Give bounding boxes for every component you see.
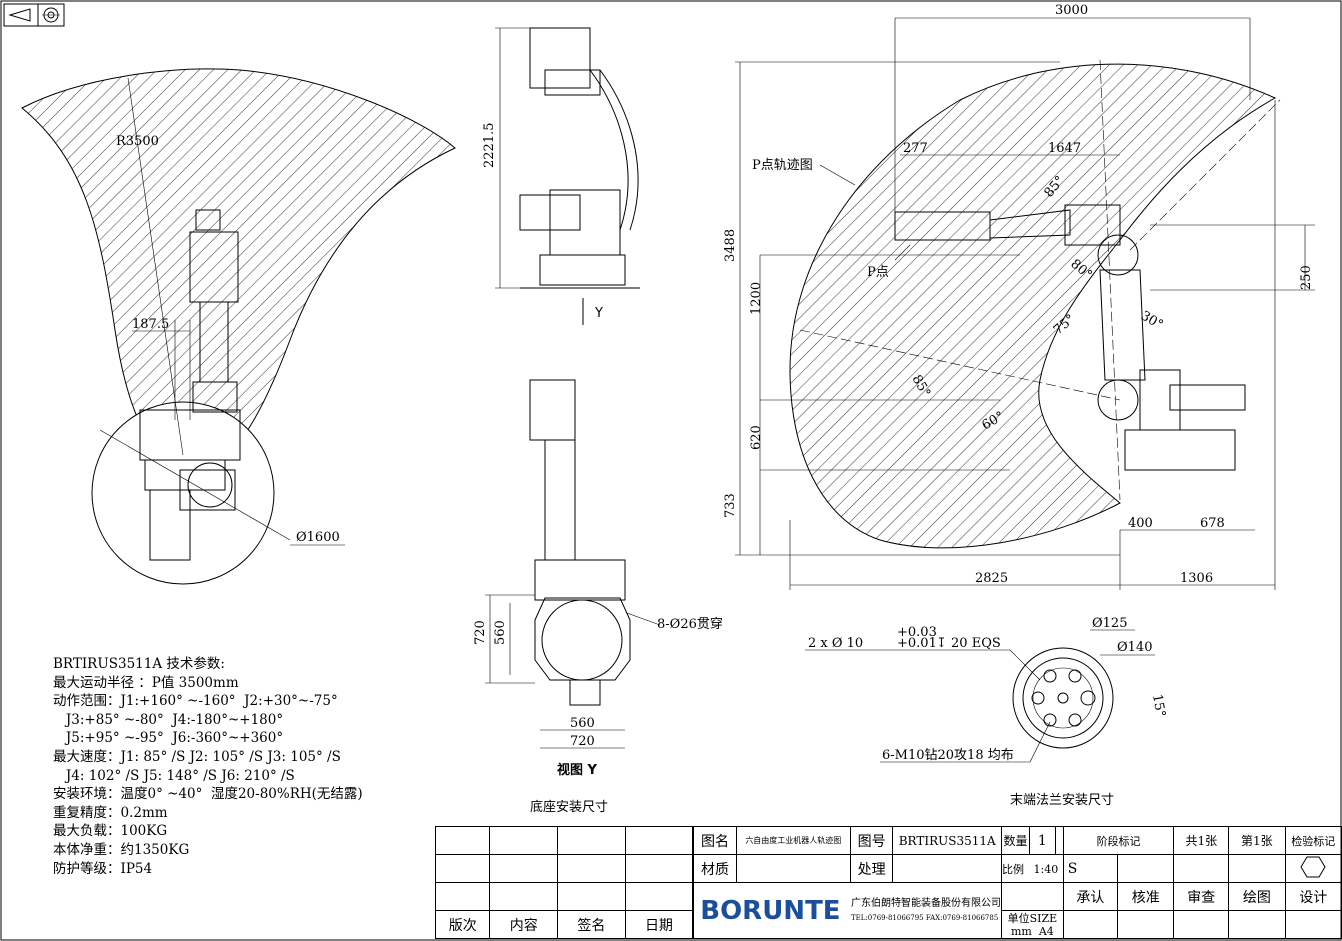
design-label: 设计	[1284, 882, 1342, 911]
brand-logo: BORUNTE	[700, 895, 841, 926]
flange-caption: 末端法兰安装尺寸	[1010, 793, 1114, 808]
offset-label: 187.5	[132, 317, 169, 332]
drawing-no-label: 图号	[849, 826, 894, 855]
stage-value: S	[1062, 854, 1119, 883]
signature-col: 签名	[557, 910, 626, 939]
dim-678: 678	[1200, 516, 1225, 531]
spec-line: J4: 102° /S J5: 148° /S J6: 210° /S	[53, 767, 295, 784]
drawing-no-value: BRTIRUS3511A	[892, 826, 1003, 855]
size-value: A4	[1038, 924, 1054, 938]
tech-specs: BRTIRUS3511A 技术参数: 最大运动半径 ：P值 3500mm 动作范…	[53, 655, 363, 878]
dim-733: 733	[723, 493, 738, 518]
left-top-view	[21, 68, 456, 585]
dim-1306: 1306	[1180, 571, 1213, 586]
base-view	[485, 379, 661, 749]
revision-col: 版次	[434, 910, 491, 939]
content-col: 内容	[489, 910, 559, 939]
dia-125-label: Ø125	[1092, 616, 1127, 631]
spec-line: 防护等级：IP54	[53, 860, 153, 877]
draw-label: 绘图	[1228, 882, 1286, 911]
company-name: 广东伯朗特智能装备股份有限公司	[851, 897, 1002, 909]
unit-label: 单位	[1007, 911, 1030, 925]
dim-1200: 1200	[749, 282, 764, 315]
spec-line: 最大速度：J1: 85° /S J2: 105° /S J3: 105° /S	[53, 748, 341, 765]
spec-line: 最大运动半径 ：P值 3500mm	[53, 674, 239, 691]
hexagon-icon	[1284, 854, 1342, 883]
drawing-name-label: 图名	[693, 826, 737, 855]
unit-value: mm	[1010, 924, 1032, 938]
scale-cell: 比例 1:40	[1001, 854, 1064, 883]
spec-line: 本体净重：约1350KG	[53, 841, 190, 858]
title-block: 图名 六自由度工业机器人轨迹图 图号 BRTIRUS3511A 数量 1 阶段标…	[434, 826, 1342, 939]
tolerance-upper: +0.03	[897, 625, 937, 640]
scale-label: 比例	[1002, 862, 1025, 876]
company-contact: TEL:0769-81066795 FAX:0769-81066785	[851, 913, 999, 922]
dim-1647: 1647	[1048, 141, 1081, 156]
dim-560-vertical: 560	[493, 620, 508, 645]
radius-label: R3500	[116, 134, 159, 149]
treatment-label: 处理	[849, 854, 894, 883]
dim-620: 620	[749, 425, 764, 450]
y-arrow-label: Y	[594, 306, 603, 321]
check-mark-label: 检验标记	[1284, 826, 1342, 855]
review-label: 审查	[1173, 882, 1230, 911]
dim-2825: 2825	[975, 571, 1008, 586]
trajectory-view	[735, 17, 1315, 590]
spec-line: BRTIRUS3511A 技术参数:	[53, 656, 225, 672]
thread-label: 6-M10钻20攻18 均布	[882, 748, 1014, 763]
flange-view	[805, 629, 1155, 763]
unit-size-cell: 单位SIZE mm A4	[1001, 910, 1064, 939]
base-caption: 底座安装尺寸	[530, 799, 608, 815]
spec-line: 安装环境：温度0° ~40° 湿度20-80%RH(无结露)	[53, 786, 363, 803]
approve-label: 承认	[1062, 882, 1119, 911]
spec-line: 动作范围：J1:+160° ~-160° J2:+30°~-75°	[53, 693, 338, 710]
verify-label: 核准	[1117, 882, 1175, 911]
dim-250: 250	[1299, 265, 1314, 290]
sheets-total: 共1张	[1173, 826, 1230, 855]
qty-label: 数量	[1001, 826, 1030, 855]
size-label: SIZE	[1029, 911, 1058, 925]
depth-spec-label: ↧ 20 EQS	[936, 636, 1001, 651]
dim-400: 400	[1128, 516, 1153, 531]
p-path-label: P点轨迹图	[752, 158, 813, 173]
side-view	[495, 27, 640, 325]
dim-3488: 3488	[723, 229, 738, 262]
scale-value: 1:40	[1033, 862, 1059, 876]
spec-line: J5:+95° ~-95° J6:-360°~+360°	[53, 730, 284, 747]
spec-line: J3:+85° ~-80° J4:-180°~+180°	[53, 711, 284, 728]
diameter-label: Ø1600	[296, 530, 340, 545]
dia-140-label: Ø140	[1117, 640, 1152, 655]
projection-symbol-icon	[3, 3, 65, 27]
tolerance-lower: +0.01	[897, 636, 937, 651]
dim-720-vertical: 720	[473, 620, 488, 645]
dim-560-horizontal: 560	[570, 716, 595, 731]
angle-15-label: 15°	[1149, 693, 1168, 718]
company-cell: BORUNTE 广东伯朗特智能装备股份有限公司 TEL:0769-8106679…	[693, 882, 1003, 939]
dim-720-horizontal: 720	[570, 734, 595, 749]
spec-line: 最大负载：100KG	[53, 823, 168, 840]
material-label: 材质	[693, 854, 737, 883]
p-point-label: P点	[867, 265, 889, 280]
view-y-label: 视图 Y	[557, 762, 598, 778]
dim-3000: 3000	[1055, 3, 1088, 18]
drawing-name-value: 六自由度工业机器人轨迹图	[735, 826, 851, 855]
spec-line: 重复精度：0.2mm	[53, 804, 168, 821]
date-col: 日期	[624, 910, 694, 939]
qty-value: 1	[1028, 826, 1056, 855]
stage-label: 阶段标记	[1062, 826, 1175, 855]
holes-label: 8-Ø26贯穿	[657, 616, 723, 632]
sheet-no: 第1张	[1228, 826, 1286, 855]
dim-277: 277	[903, 141, 928, 156]
pin-spec-label: 2 x Ø 10	[808, 636, 863, 651]
height-label: 2221.5	[482, 123, 497, 169]
